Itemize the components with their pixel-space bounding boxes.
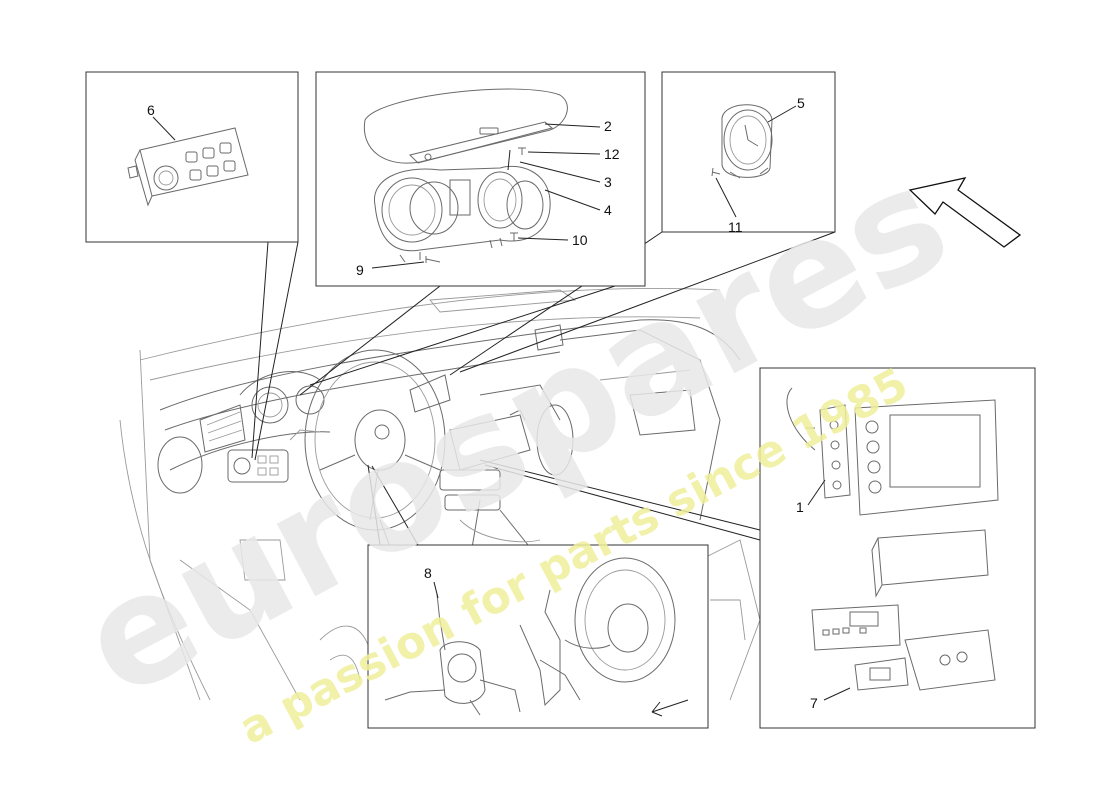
direction-arrow-icon	[651, 699, 689, 717]
callout-8: 8	[424, 565, 432, 581]
climate-control-part	[811, 604, 996, 691]
radio-cage-part	[871, 529, 989, 598]
dashboard-illustration	[119, 288, 761, 721]
light-switch-panel-part	[127, 127, 249, 207]
detail-box-clock: 5 11	[661, 71, 836, 235]
detail-box-steering-column: 8	[367, 544, 709, 729]
screw-12	[518, 147, 526, 155]
display-frame-part	[854, 399, 999, 516]
screw-9	[425, 256, 441, 263]
callout-9: 9	[356, 262, 364, 278]
cluster-gauges-part	[374, 165, 551, 263]
callout-5: 5	[797, 95, 805, 111]
leader-lines	[251, 231, 836, 546]
analog-clock-part	[721, 104, 773, 179]
callout-7: 7	[810, 695, 818, 711]
callout-10: 10	[572, 232, 588, 248]
orientation-arrow-icon	[908, 177, 1022, 248]
cluster-hood-part	[363, 88, 568, 164]
console-switch-panel-part	[786, 387, 851, 499]
steering-column-switch-part	[384, 593, 521, 716]
detail-box-center-console: 1 7	[759, 367, 1036, 729]
detail-box-instrument-cluster: 2 12 3 4 10 9	[315, 71, 646, 287]
callout-12: 12	[604, 146, 620, 162]
callout-4: 4	[604, 202, 612, 218]
callout-11: 11	[728, 219, 743, 235]
screw-11	[711, 167, 721, 177]
callout-2: 2	[604, 118, 612, 134]
callout-3: 3	[604, 174, 612, 190]
screw-10	[510, 232, 518, 241]
steering-wheel-part	[519, 557, 676, 707]
callout-1: 1	[796, 499, 804, 515]
detail-box-light-switch: 6	[85, 71, 299, 243]
callout-6: 6	[147, 102, 155, 118]
